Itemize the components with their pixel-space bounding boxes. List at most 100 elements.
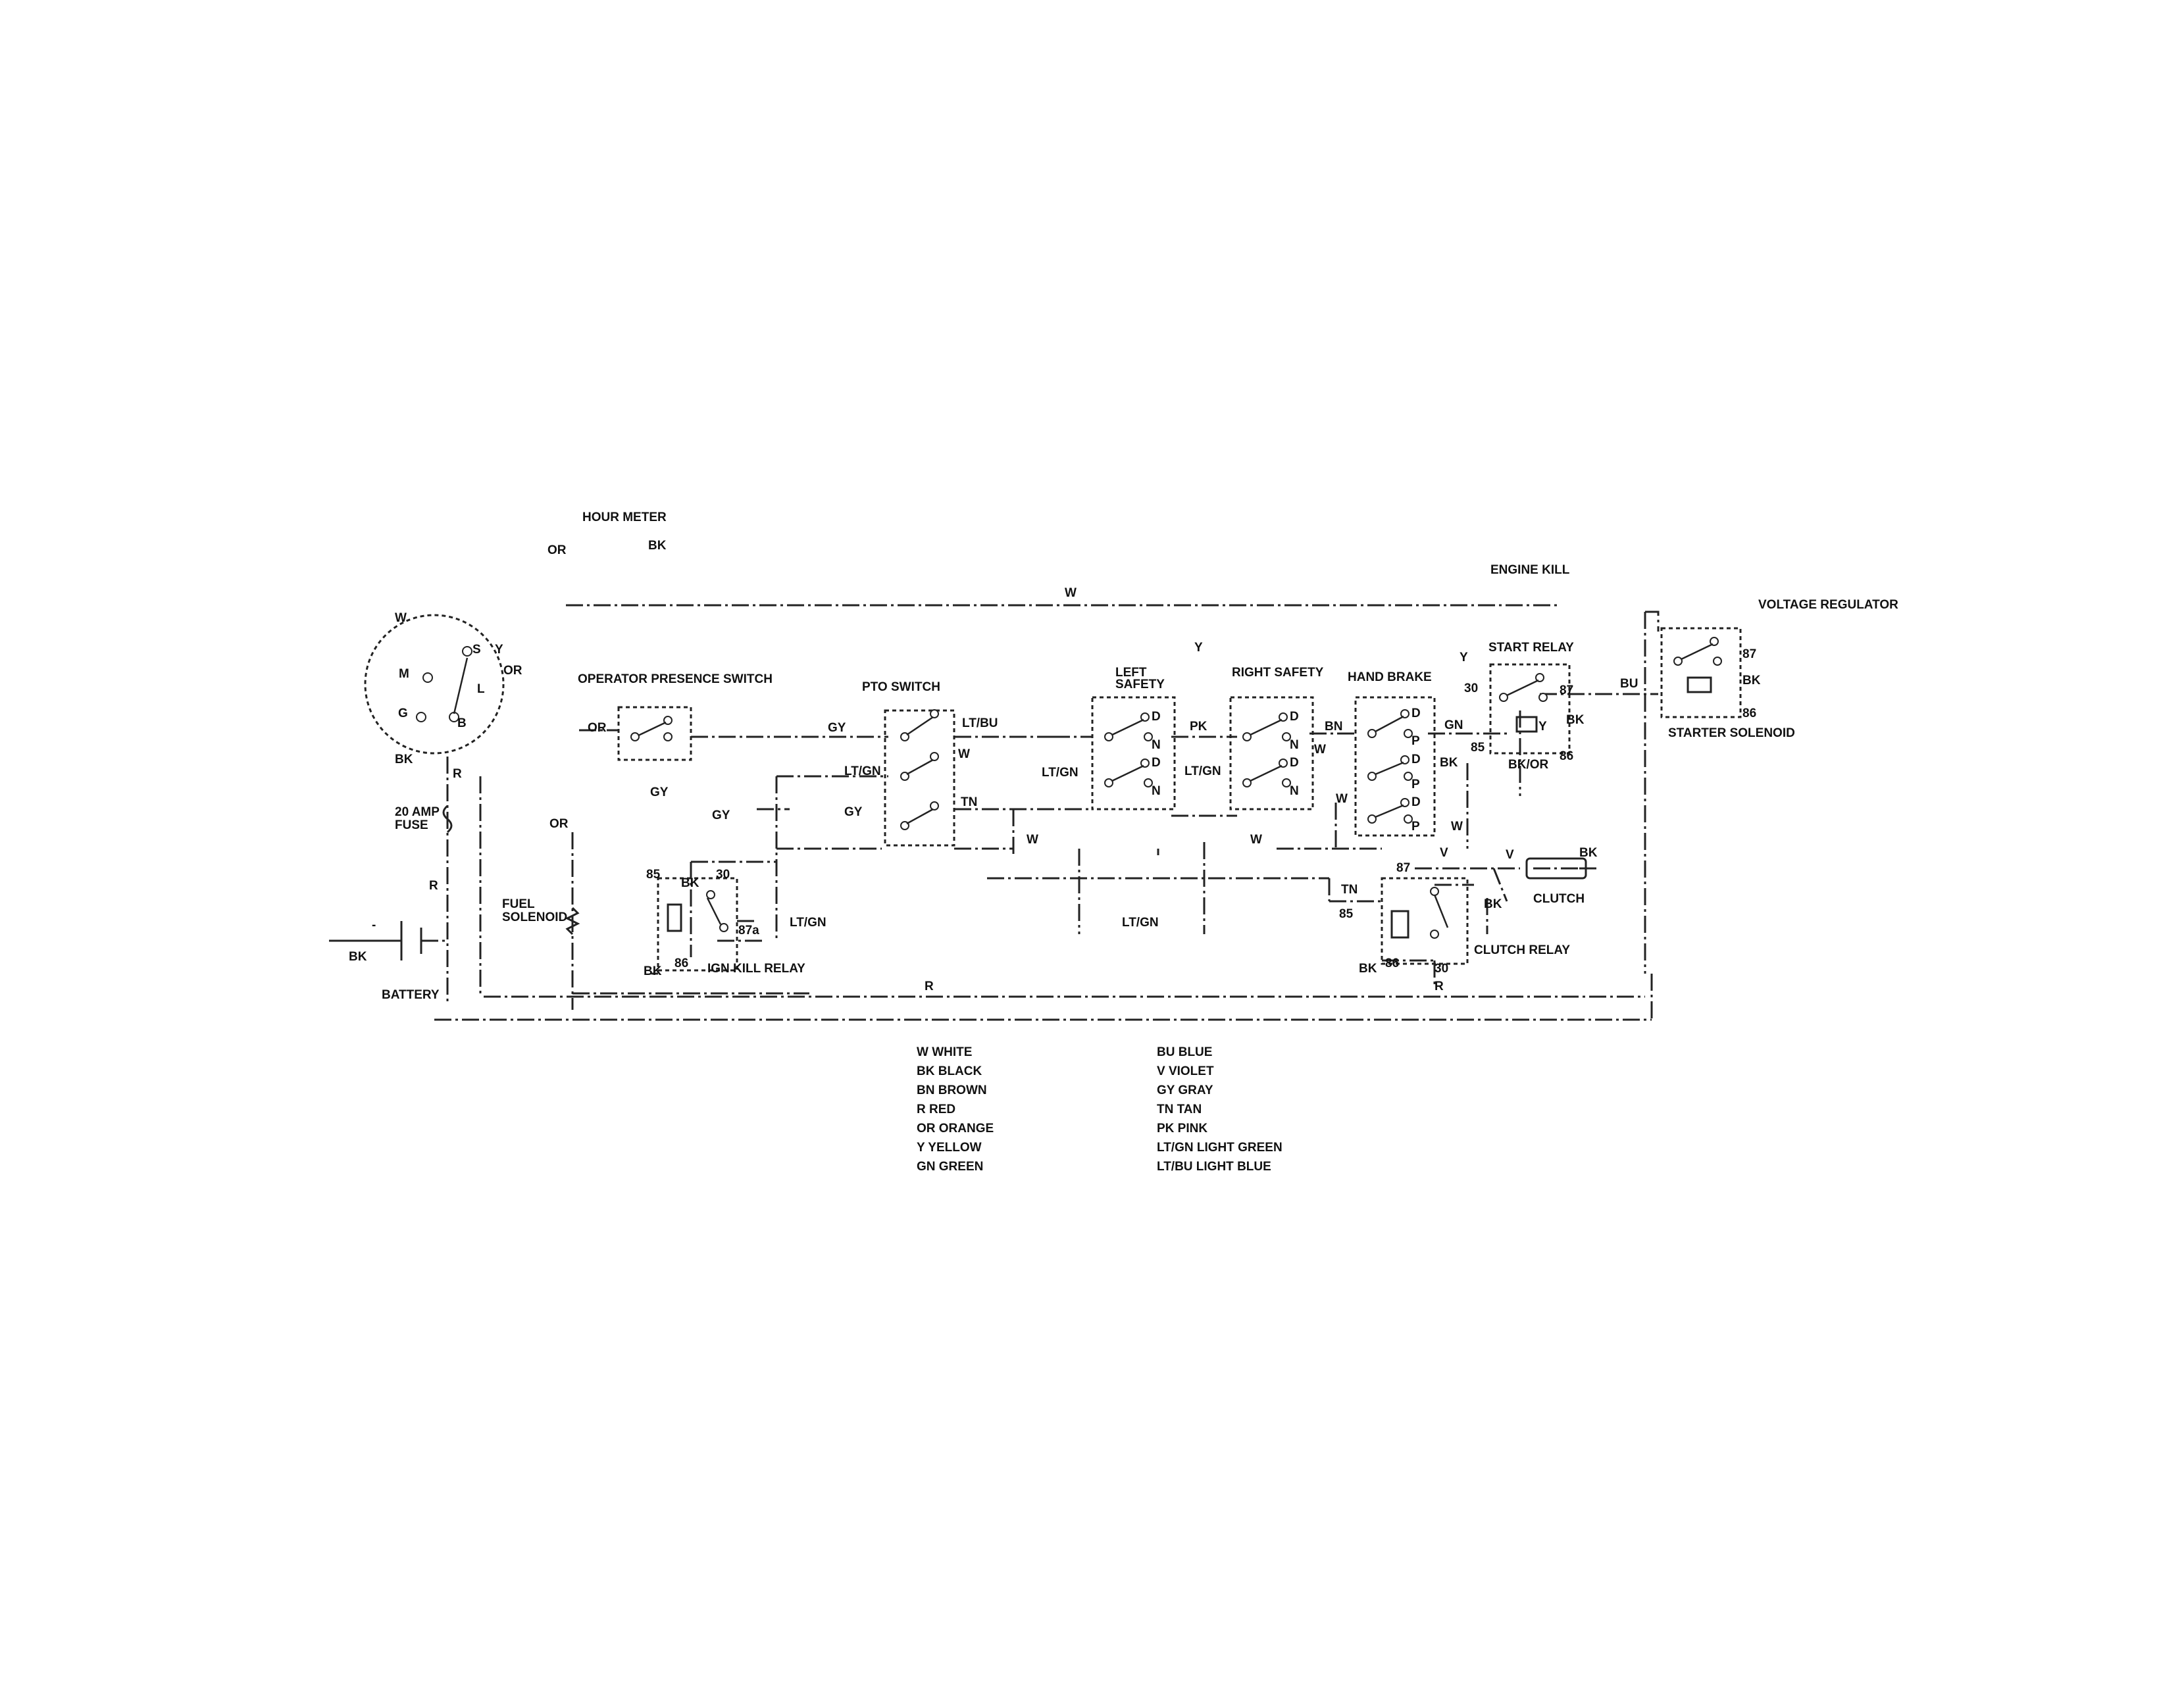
wire-label: 30 xyxy=(1435,962,1448,976)
starter-solenoid-label: STARTER SOLENOID xyxy=(1668,726,1795,740)
legend-item: GN GREEN xyxy=(917,1160,983,1174)
fuse-label-1: 20 AMP xyxy=(395,805,440,819)
wire-labels: OR BK W Y OR BK R R BK - OR GY GY GY OR … xyxy=(349,539,1761,993)
wire-label: Y xyxy=(1538,720,1547,734)
clutch-relay-label: CLUTCH RELAY xyxy=(1474,943,1570,957)
ign-terminal-b: B xyxy=(457,716,467,730)
start-relay-label: START RELAY xyxy=(1488,641,1574,655)
operator-presence-switch xyxy=(617,706,692,761)
wire-label: TN xyxy=(1341,883,1358,897)
position-label: D xyxy=(1290,710,1299,724)
wire-label: R xyxy=(925,980,934,993)
wire-label: 30 xyxy=(716,868,730,882)
start-relay xyxy=(1489,663,1571,755)
ign-terminal-y: Y xyxy=(495,643,503,657)
hand-brake-label: HAND BRAKE xyxy=(1348,670,1432,684)
position-label: D xyxy=(1411,795,1421,809)
wire-label: BK xyxy=(1359,962,1377,976)
battery xyxy=(329,921,447,960)
wire-label: Y xyxy=(1460,651,1468,664)
wire-label: TN xyxy=(961,795,977,809)
wire-label: W xyxy=(958,747,970,761)
wire-label: GN xyxy=(1444,718,1463,732)
wire-label: BK xyxy=(1566,713,1585,727)
legend-item: LT/BU LIGHT BLUE xyxy=(1157,1160,1271,1174)
ign-kill-relay xyxy=(657,877,738,972)
position-label: D xyxy=(1290,756,1299,770)
fuse xyxy=(442,805,453,834)
wire-label: R xyxy=(1435,980,1444,993)
legend-item: Y YELLOW xyxy=(917,1141,982,1155)
wire-label: R xyxy=(429,879,438,893)
wire-label: Y xyxy=(1194,641,1203,655)
clutch-relay xyxy=(1381,877,1469,965)
right-safety-switch xyxy=(1229,696,1314,810)
legend-item: BU BLUE xyxy=(1157,1045,1212,1059)
engine-kill-label: ENGINE KILL xyxy=(1490,563,1570,577)
wire-label: 85 xyxy=(1471,741,1485,755)
position-label: D xyxy=(1411,707,1421,720)
wire-label: 86 xyxy=(674,957,688,970)
wire-label: LT/BU xyxy=(962,716,998,730)
wire-label: BK/OR xyxy=(1508,758,1549,772)
position-label: P xyxy=(1411,778,1420,791)
clutch-label: CLUTCH xyxy=(1533,892,1585,906)
wire-label: W xyxy=(1451,820,1463,834)
wire-label: V xyxy=(1440,846,1448,860)
legend-item: BK BLACK xyxy=(917,1064,982,1078)
wire-label: GY xyxy=(844,805,863,819)
wire-label: BK xyxy=(1742,674,1761,687)
legend-item: OR ORANGE xyxy=(917,1122,994,1135)
fuel-solenoid-label-2: SOLENOID xyxy=(502,910,567,924)
component-labels: HOUR METER ENGINE KILL VOLTAGE REGULATOR… xyxy=(382,511,1898,1002)
wire-label: BK xyxy=(644,964,662,978)
wire-label: BK xyxy=(1484,897,1502,911)
ign-kill-relay-label: IGN KILL RELAY xyxy=(707,962,805,976)
wire-label: GY xyxy=(712,809,730,822)
wire-label: BK xyxy=(1579,846,1598,860)
wire-label: - xyxy=(372,918,376,932)
position-label: P xyxy=(1411,734,1420,748)
position-label: P xyxy=(1411,820,1420,834)
legend-item: PK PINK xyxy=(1157,1122,1207,1135)
wire-label: V xyxy=(1506,848,1514,862)
wire-label: 87 xyxy=(1742,647,1756,661)
wire-label: OR xyxy=(503,664,522,678)
wire-label: LT/GN xyxy=(844,764,881,778)
wire-label: W xyxy=(1336,792,1348,806)
legend-item: W WHITE xyxy=(917,1045,972,1059)
pto-switch-label: PTO SWITCH xyxy=(862,680,940,694)
fuel-solenoid xyxy=(565,907,580,935)
wire-label: 86 xyxy=(1560,749,1573,763)
ign-terminal-l: L xyxy=(477,682,485,696)
wire-label: W xyxy=(1250,833,1262,847)
position-label: N xyxy=(1152,784,1161,798)
legend-item: GY GRAY xyxy=(1157,1084,1213,1097)
starter-solenoid xyxy=(1645,610,1742,718)
legend-item: R RED xyxy=(917,1103,955,1116)
wire-label: 86 xyxy=(1742,707,1756,720)
ign-terminal-g: G xyxy=(398,707,408,720)
ign-terminal-s: S xyxy=(472,643,481,657)
color-legend: W WHITE BK BLACK BN BROWN R RED OR ORANG… xyxy=(917,1045,1282,1174)
wire-label: LT/GN xyxy=(1184,764,1221,778)
left-safety-switch xyxy=(1091,696,1176,810)
wire-label: 87a xyxy=(738,924,759,937)
operator-presence-switch-label: OPERATOR PRESENCE SWITCH xyxy=(578,672,773,686)
wire-label: BU xyxy=(1620,677,1638,691)
wire-label: 86 xyxy=(1385,957,1399,970)
wire-label: PK xyxy=(1190,720,1207,734)
wire-label: OR xyxy=(588,721,607,735)
wire-label: GY xyxy=(650,785,669,799)
wire-label: 87 xyxy=(1560,684,1573,697)
legend-item: BN BROWN xyxy=(917,1084,987,1097)
legend-item: TN TAN xyxy=(1157,1103,1202,1116)
wire-label: 85 xyxy=(1339,907,1354,921)
pto-switch xyxy=(884,709,955,847)
wire-label: BK xyxy=(681,876,699,890)
position-label: D xyxy=(1152,710,1161,724)
wire-label: W xyxy=(1065,586,1077,600)
switch-position-labels: D N D N D N D N D P D P D P xyxy=(1152,707,1421,834)
position-label: N xyxy=(1152,738,1161,752)
